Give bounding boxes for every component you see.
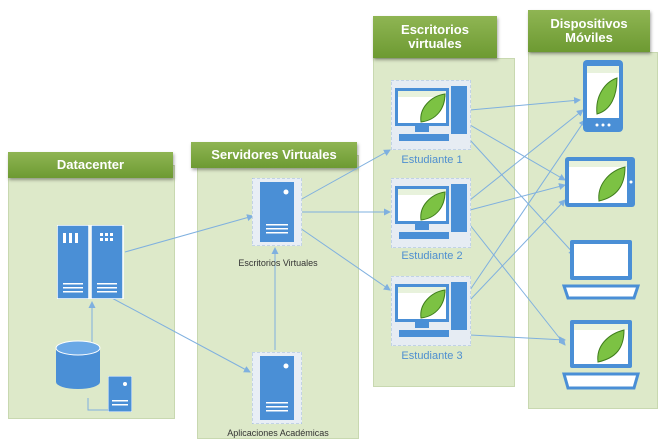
database-icon — [54, 340, 102, 395]
virtual-desktop-server-icon — [251, 177, 303, 251]
student1-label: Estudiante 1 — [401, 154, 463, 166]
escritorios-virtuales-label: Escritorios Virtuales — [238, 258, 318, 268]
student3-workstation-icon — [390, 275, 472, 351]
desktops-title-line1: Escritorios — [401, 21, 469, 37]
tablet-icon — [565, 157, 635, 212]
devices-header: Dispositivos Móviles — [528, 10, 650, 52]
aplicaciones-label: Aplicaciones Académicas — [227, 428, 329, 438]
academic-apps-server-icon — [251, 351, 303, 429]
smartphone-icon — [583, 60, 623, 137]
devices-title-line2: Móviles — [565, 30, 613, 45]
datacenter-rack-icon — [56, 224, 125, 304]
desktops-title-line2: virtuales — [408, 36, 462, 51]
student1-workstation-icon — [390, 79, 472, 155]
devices-title-line1: Dispositivos — [550, 15, 628, 31]
student3-label: Estudiante 3 — [401, 350, 463, 362]
servers-title: Servidores Virtuales — [211, 146, 337, 162]
desktops-header: Escritorios virtuales — [373, 16, 497, 58]
datacenter-header: Datacenter — [8, 152, 173, 178]
laptop-with-screen-icon — [562, 320, 640, 397]
datacenter-title: Datacenter — [56, 156, 125, 172]
laptop-icon — [561, 240, 641, 305]
servers-header: Servidores Virtuales — [191, 142, 357, 168]
student2-workstation-icon — [390, 177, 472, 253]
student2-label: Estudiante 2 — [401, 250, 463, 262]
